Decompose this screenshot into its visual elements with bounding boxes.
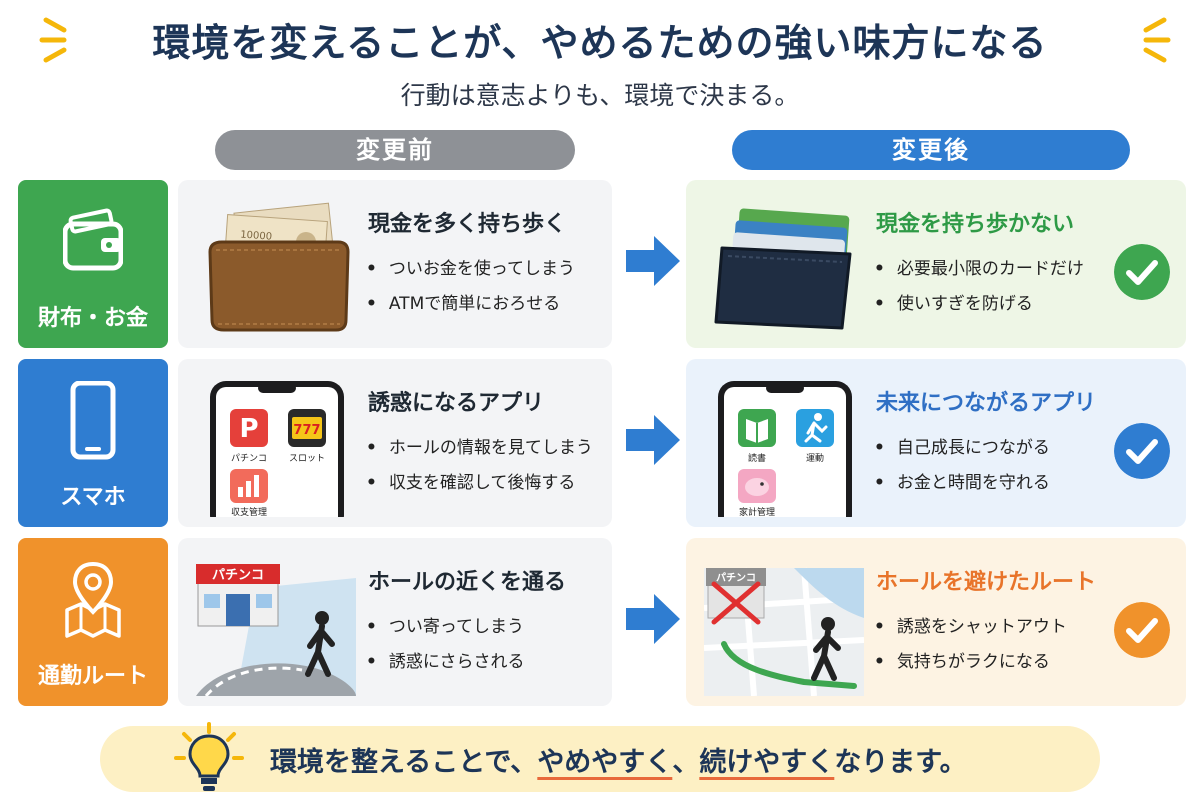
bullet-item: 必要最小限のカードだけ (874, 252, 1084, 287)
bullet-list: 必要最小限のカードだけ 使いすぎを防げる (874, 252, 1084, 322)
card-after-smartphone: 読書 運動 家計管理 未来につながるアプリ 自己成長につながる お金と時間を守れ… (686, 359, 1186, 527)
bullet-item: 気持ちがラクになる (874, 645, 1067, 680)
bullet-list: つい寄ってしまう 誘惑にさらされる (366, 610, 525, 680)
row-label-text: スマホ (60, 485, 126, 510)
row-label-text: 財布・お金 (37, 306, 148, 331)
card-title: ホールを避けたルート (876, 570, 1097, 595)
bullet-item: ついお金を使ってしまう (366, 252, 575, 287)
card-title: 現金を多く持ち歩く (368, 212, 567, 237)
page-subtitle: 行動は意志よりも、環境で決まる。 (400, 81, 800, 110)
footer-highlight-quit: やめやすく (537, 747, 673, 778)
app-label: スロット (289, 454, 325, 464)
bullet-list: 誘惑をシャットアウト 気持ちがラクになる (874, 610, 1067, 680)
footer-text-c: 、 (672, 747, 700, 778)
footer-banner: 環境を整えることで、やめやすく、続けやすくなります。 (100, 722, 1100, 792)
app-label: 運動 (806, 453, 824, 464)
hall-sign-text: パチンコ (716, 572, 756, 584)
card-after-wallet: 現金を持ち歩かない 必要最小限のカードだけ 使いすぎを防げる (686, 180, 1186, 348)
column-header-after: 変更後 (732, 130, 1130, 170)
card-before-commute: パチンコ ホールの近くを通る つい寄ってしまう 誘惑にさらされる (178, 538, 612, 706)
map-pin-icon (65, 561, 121, 638)
bullet-list: ホールの情報を見てしまう 収支を確認して後悔する (366, 431, 593, 501)
row-label-text: 通勤ルート (37, 664, 148, 689)
app-label: パチンコ (231, 453, 267, 464)
footer-highlight-continue: 続けやすく (699, 747, 835, 778)
footer-text-a: 環境を整えることで、 (270, 747, 538, 778)
bullet-list: 自己成長につながる お金と時間を守れる (874, 431, 1050, 501)
row-label-wallet: 財布・お金 (18, 180, 168, 348)
card-before-wallet: 10000 現金を多く持ち歩く ついお金を使ってしまう ATMで簡単におろせる (178, 180, 612, 348)
row-label-smartphone: スマホ (18, 359, 168, 527)
footer-text-e: なります。 (834, 747, 967, 778)
card-title: 誘惑になるアプリ (368, 391, 545, 416)
check-circle-icon (1114, 423, 1170, 479)
wallet-with-cash-icon: 10000 (208, 202, 350, 332)
bullet-item: お金と時間を守れる (874, 466, 1050, 501)
wallet-icon (63, 208, 123, 271)
bullet-item: 誘惑をシャットアウト (874, 610, 1067, 645)
bullet-item: つい寄ってしまう (366, 610, 525, 645)
card-title: 未来につながるアプリ (876, 391, 1097, 416)
arrow-right-icon (626, 594, 680, 644)
row-label-commute: 通勤ルート (18, 538, 168, 706)
column-header-before: 変更前 (215, 130, 575, 170)
app-label: 家計管理 (739, 506, 775, 517)
page-title: 環境を変えることが、やめるための強い味方になる (152, 21, 1048, 65)
check-circle-icon (1114, 244, 1170, 300)
bullet-item: ATMで簡単におろせる (366, 287, 575, 322)
banknote-label: 10000 (240, 230, 273, 243)
sparkle-left-icon (39, 17, 67, 63)
avoid-hall-map-icon: パチンコ (704, 567, 864, 696)
bullet-list: ついお金を使ってしまう ATMで簡単におろせる (366, 252, 575, 322)
arrow-right-icon (626, 236, 680, 286)
card-title: 現金を持ち歩かない (876, 212, 1075, 237)
bullet-item: 使いすぎを防げる (874, 287, 1084, 322)
arrow-right-icon (626, 415, 680, 465)
pachinko-hall-route-icon: パチンコ (196, 564, 356, 696)
smartphone-icon (70, 381, 116, 460)
sparkle-right-icon (1143, 17, 1171, 63)
bullet-item: ホールの情報を見てしまう (366, 431, 593, 466)
lightbulb-icon (174, 722, 244, 791)
phone-with-gambling-apps-icon: P 777 パチンコ スロット 収支管理 (210, 381, 344, 517)
app-label: 収支管理 (231, 506, 267, 517)
card-after-commute: パチンコ ホールを避けたルート 誘惑をシャットアウト 気持ちがラクになる (686, 538, 1186, 706)
bullet-item: 誘惑にさらされる (366, 645, 525, 680)
pachinko-app-glyph: P (239, 414, 258, 444)
slot-app-glyph: 777 (293, 423, 320, 438)
card-wallet-icon (714, 208, 852, 330)
bullet-item: 自己成長につながる (874, 431, 1050, 466)
bullet-item: 収支を確認して後悔する (366, 466, 593, 501)
card-title: ホールの近くを通る (368, 570, 567, 595)
check-circle-icon (1114, 602, 1170, 658)
footer-message: 環境を整えることで、やめやすく、続けやすくなります。 (270, 740, 967, 779)
hall-sign-text: パチンコ (212, 568, 264, 583)
app-label: 読書 (748, 452, 766, 464)
card-before-smartphone: P 777 パチンコ スロット 収支管理 誘惑になるアプリ ホールの情報を見てし… (178, 359, 612, 527)
phone-with-healthy-apps-icon: 読書 運動 家計管理 (718, 381, 852, 517)
